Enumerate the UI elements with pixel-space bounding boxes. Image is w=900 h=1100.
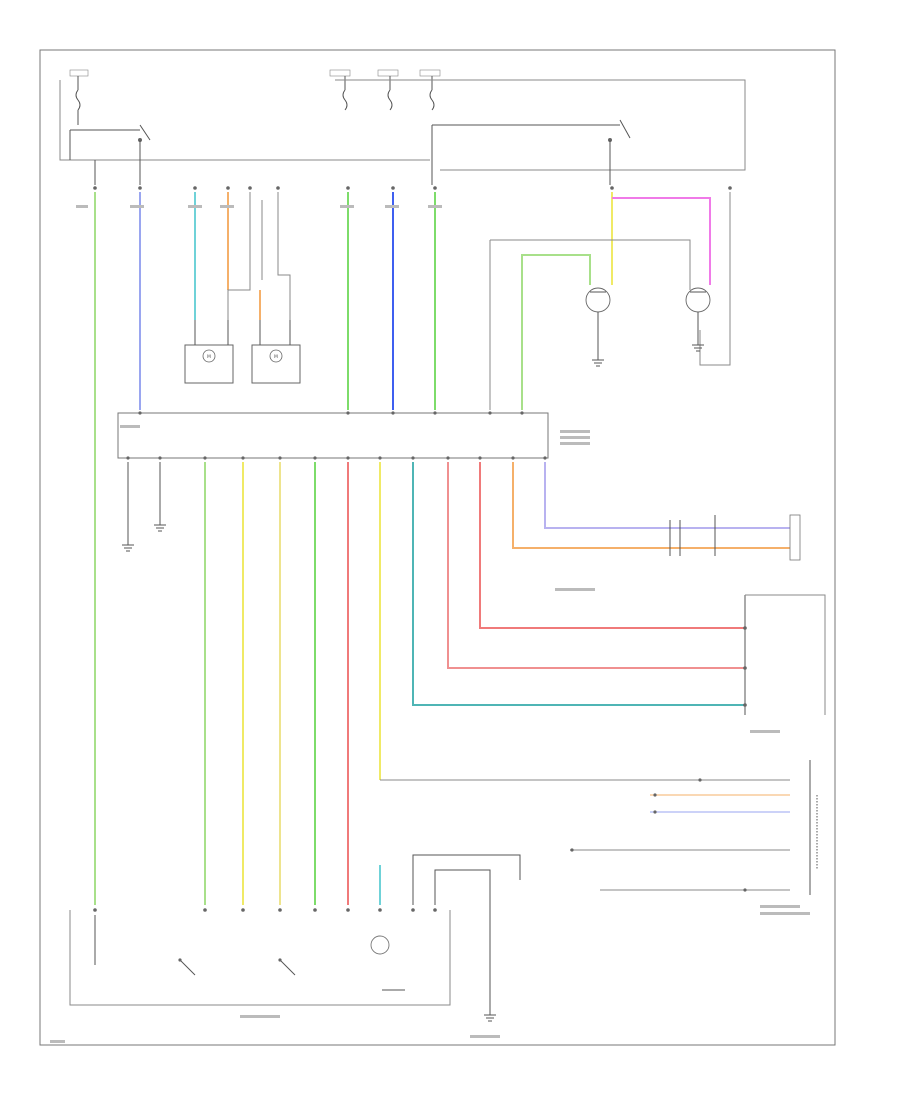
module-pins-bottom bbox=[126, 456, 547, 460]
diagram-frame bbox=[39, 49, 836, 1046]
switch-cluster-right bbox=[570, 760, 818, 895]
inline-connector-right bbox=[669, 514, 801, 561]
motor-left: M bbox=[184, 320, 234, 384]
fuse-group-center bbox=[329, 69, 441, 111]
wires-lower bbox=[94, 192, 790, 905]
relay-right bbox=[431, 119, 631, 185]
connector-row-top bbox=[93, 186, 732, 190]
bottom-pins bbox=[93, 908, 437, 912]
wires-top bbox=[139, 192, 711, 410]
bottom-switch-assembly bbox=[69, 854, 521, 1022]
module-pins-top bbox=[138, 411, 524, 415]
mirror-assembly-right bbox=[743, 594, 826, 715]
svg-text:M: M bbox=[274, 354, 278, 360]
wires-grey-top bbox=[227, 192, 731, 410]
svg-text:M: M bbox=[207, 354, 211, 360]
relay-left bbox=[69, 124, 151, 185]
fuse-block-top bbox=[59, 69, 746, 185]
control-module bbox=[117, 411, 549, 460]
motor-right: M bbox=[251, 320, 301, 384]
fuse-left bbox=[69, 69, 89, 125]
transistor-right bbox=[685, 287, 711, 352]
label-marks bbox=[50, 205, 810, 1043]
transistor-left bbox=[585, 287, 611, 367]
